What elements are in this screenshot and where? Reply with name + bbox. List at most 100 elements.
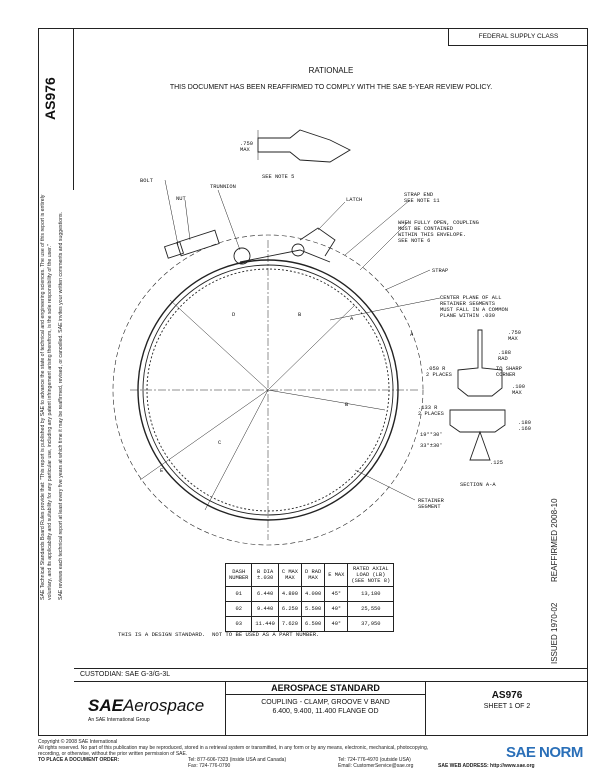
title-block bbox=[74, 668, 588, 736]
dim-line-b1 bbox=[267, 389, 386, 411]
label-b-2: B bbox=[345, 402, 349, 408]
table-row: 02 9.440 6.250 5.500 40° 25,550 bbox=[224, 601, 395, 617]
cell: 6.500 bbox=[301, 616, 326, 632]
callout-133: .133 R 2 PLACES bbox=[418, 405, 444, 417]
cell: 9.440 bbox=[251, 601, 279, 617]
nut-body bbox=[163, 241, 185, 259]
section-aa-profile bbox=[457, 329, 503, 397]
label-a-2: A bbox=[410, 332, 414, 338]
callout-nut: NUT bbox=[176, 196, 186, 202]
footer-fax: Fax: 724-776-0790 bbox=[188, 763, 231, 769]
footer-rights-2: recording, or otherwise, without the pri… bbox=[38, 751, 188, 757]
callout-188: .188 RAD bbox=[498, 350, 511, 362]
left-rail bbox=[38, 28, 74, 190]
logo-rest: Aerospace bbox=[122, 696, 205, 715]
dim-line-c bbox=[204, 389, 269, 511]
doc-title-line-1: COUPLING - CLAMP, GROOVE V BAND bbox=[261, 699, 390, 706]
footer: Copyright © 2008 SAE International All r… bbox=[38, 739, 594, 769]
sheet-number: SHEET 1 OF 2 bbox=[483, 703, 531, 710]
cell: 4.890 bbox=[277, 586, 303, 602]
dim-line-b2 bbox=[267, 304, 356, 391]
callout-angle-2: 33°±30' bbox=[420, 443, 443, 449]
callout-latch: LATCH bbox=[346, 197, 363, 203]
col-d-rad: D RAD MAX bbox=[301, 563, 326, 587]
callout-bolt: BOLT bbox=[140, 178, 153, 184]
cell: 02 bbox=[224, 601, 253, 617]
dim-line-e bbox=[139, 389, 269, 481]
sae-aerospace-logo: SAEAerospace bbox=[88, 696, 204, 716]
callout-100: .100 MAX bbox=[512, 384, 525, 396]
callout-center-plane: CENTER PLANE OF ALL RETAINER SEGMENTS MU… bbox=[440, 295, 508, 319]
callout-750-right: .750 MAX bbox=[508, 330, 521, 342]
page-frame bbox=[38, 28, 588, 736]
col-dash-number: DASH NUMBER bbox=[224, 563, 253, 587]
sae-logo-cell: SAEAerospace An SAE International Group bbox=[74, 682, 226, 736]
cell: 01 bbox=[224, 586, 253, 602]
cell: 40° bbox=[324, 601, 349, 617]
envelope-circle bbox=[112, 234, 424, 546]
label-d: D bbox=[232, 312, 236, 318]
table-row: 01 6.440 4.890 4.000 45° 13,180 bbox=[224, 586, 395, 602]
bolt-body bbox=[176, 229, 220, 257]
cell: 7.620 bbox=[277, 616, 303, 632]
cell: 6.440 bbox=[251, 586, 279, 602]
callout-sharp-corner: TO SHARP CORNER bbox=[496, 366, 522, 378]
cell: 03 bbox=[224, 616, 253, 632]
table-header-row: DASH NUMBER B DIA ±.030 C MAX MAX D RAD … bbox=[224, 563, 395, 587]
callout-125: .125 bbox=[490, 460, 503, 466]
cell: 25,550 bbox=[347, 601, 395, 617]
logo-subtitle: An SAE International Group bbox=[88, 717, 150, 723]
design-note: THIS IS A DESIGN STANDARD. NOT TO BE USE… bbox=[118, 631, 320, 638]
doc-number: AS976 bbox=[491, 690, 523, 701]
rationale-text: THIS DOCUMENT HAS BEEN REAFFIRMED TO COM… bbox=[169, 84, 493, 91]
cell: 45° bbox=[324, 586, 349, 602]
cell: 5.500 bbox=[301, 601, 326, 617]
cell: 11.440 bbox=[251, 616, 279, 632]
callout-750-top: .750 MAX bbox=[240, 141, 253, 153]
callout-strap-end: STRAP END SEE NOTE 11 bbox=[404, 192, 440, 204]
latch-body bbox=[299, 227, 336, 257]
col-b-dia: B DIA ±.030 bbox=[251, 563, 279, 587]
section-aa-retainer bbox=[449, 409, 506, 433]
cell: 37,950 bbox=[347, 616, 395, 632]
callout-angle-1: 19°°30' bbox=[420, 432, 443, 438]
col-c-max: C MAX MAX bbox=[277, 563, 303, 587]
callout-envelope-note: WHEN FULLY OPEN, COUPLING MUST BE CONTAI… bbox=[398, 220, 479, 244]
callout-see-note-5: SEE NOTE 5 bbox=[262, 174, 295, 180]
footer-web: SAE WEB ADDRESS: http://www.sae.org bbox=[438, 763, 535, 769]
latch-pin bbox=[291, 243, 305, 257]
strap-top bbox=[239, 249, 331, 263]
section-aa-label: SECTION A-A bbox=[460, 482, 496, 488]
standard-cell: AEROSPACE STANDARD COUPLING - CLAMP, GRO… bbox=[226, 682, 426, 736]
dim-line-d bbox=[169, 299, 269, 391]
doc-number-cell: AS976 SHEET 1 OF 2 bbox=[426, 682, 588, 736]
label-a-1: A bbox=[350, 316, 354, 322]
rationale-title: RATIONALE bbox=[308, 66, 354, 75]
callout-strap: STRAP bbox=[432, 268, 449, 274]
label-e: E bbox=[160, 468, 164, 474]
footer-tel-2: Tel: 724-776-4970 (outside USA) bbox=[338, 757, 411, 763]
federal-supply-class: FEDERAL SUPPLY CLASS bbox=[448, 28, 588, 46]
sae-norm-watermark: SAE NORM bbox=[506, 744, 583, 761]
footer-email: Email: CustomerService@sae.org bbox=[338, 763, 414, 769]
strap-end-detail bbox=[257, 129, 351, 163]
table-row: 03 11.440 7.620 6.500 40° 37,950 bbox=[224, 616, 395, 632]
callout-trunnion: TRUNNION bbox=[210, 184, 236, 190]
col-rated-load: RATED AXIAL LOAD (LB) (SEE NOTE 8) bbox=[347, 563, 395, 587]
logo-bold: SAE bbox=[88, 696, 123, 715]
cell: 13,180 bbox=[347, 586, 395, 602]
custodian: CUSTODIAN: SAE G-3/G-3L bbox=[74, 668, 588, 682]
callout-050: .050 R 2 PLACES bbox=[426, 366, 452, 378]
trunnion-pin bbox=[233, 247, 251, 265]
col-e-max: E MAX bbox=[324, 563, 349, 587]
dimension-table: DASH NUMBER B DIA ±.030 C MAX MAX D RAD … bbox=[224, 563, 395, 632]
footer-order-label: TO PLACE A DOCUMENT ORDER: bbox=[38, 757, 120, 763]
label-b-1: B bbox=[298, 312, 302, 318]
cell: 40° bbox=[324, 616, 349, 632]
callout-retainer-segment: RETAINER SEGMENT bbox=[418, 498, 444, 510]
standard-label: AEROSPACE STANDARD bbox=[226, 682, 425, 695]
footer-rights: All rights reserved. No part of this pub… bbox=[38, 745, 429, 751]
label-c: C bbox=[218, 440, 222, 446]
doc-title-line-2: 6.400, 9.400, 11.400 FLANGE OD bbox=[272, 708, 379, 715]
